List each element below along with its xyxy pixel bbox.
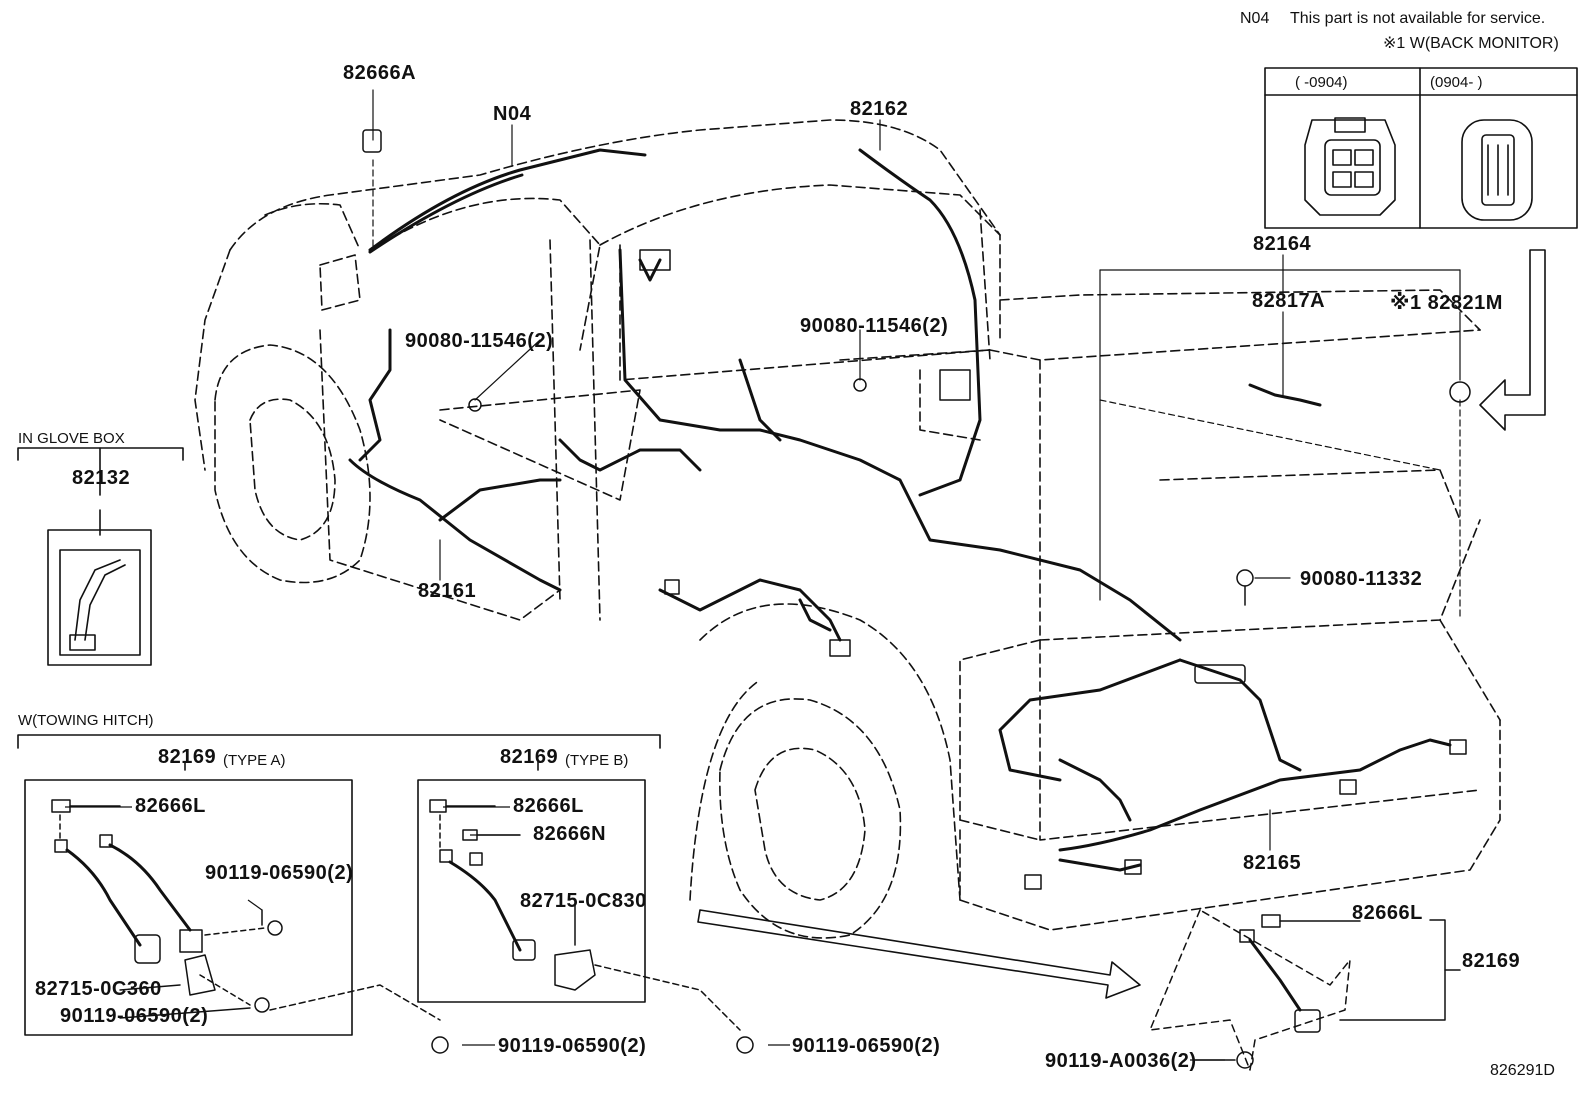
part-90080-11332[interactable]: 90080-11332 xyxy=(1300,568,1423,590)
note-text: This part is not available for service. xyxy=(1290,10,1546,27)
inset-left-range: ( -0904) xyxy=(1295,74,1348,91)
bolt-icon xyxy=(853,378,867,392)
part-90119-06590-bottom-mid[interactable]: 90119-06590(2) xyxy=(792,1035,941,1057)
glove-box-bracket xyxy=(17,447,184,666)
part-82169-type-a[interactable]: 82169 xyxy=(158,746,217,768)
towing-hitch-bracket xyxy=(17,734,661,771)
part-90080-11546-left[interactable]: 90080-11546(2) xyxy=(405,330,554,352)
type-a-frame xyxy=(24,779,353,1036)
part-82821M[interactable]: ※1 82821M xyxy=(1390,292,1503,314)
connector-inset xyxy=(1264,67,1578,229)
part-82164[interactable]: 82164 xyxy=(1253,233,1312,255)
part-82169-type-b[interactable]: 82169 xyxy=(500,746,559,768)
bolt-icon xyxy=(1236,569,1254,587)
glove-box-bag xyxy=(59,549,141,656)
part-82715-0C360[interactable]: 82715-0C360 xyxy=(35,978,162,1000)
type-b-frame xyxy=(417,779,646,1003)
type-a-parts xyxy=(51,799,449,1054)
part-82666N[interactable]: 82666N xyxy=(533,823,607,845)
part-82162[interactable]: 82162 xyxy=(850,98,909,120)
part-82165[interactable]: 82165 xyxy=(1243,852,1302,874)
bolt-icon xyxy=(468,398,482,412)
part-N04[interactable]: N04 xyxy=(493,103,532,125)
type-b-label: (TYPE B) xyxy=(565,752,629,769)
part-90080-11546-right[interactable]: 90080-11546(2) xyxy=(800,315,949,337)
part-82666L-rear[interactable]: 82666L xyxy=(1352,902,1423,924)
clip-82666A-icon xyxy=(362,129,382,153)
type-a-label: (TYPE A) xyxy=(223,752,286,769)
part-82817A[interactable]: 82817A xyxy=(1252,290,1326,312)
leader-lines xyxy=(372,89,1461,851)
note-code: N04 xyxy=(1240,10,1270,27)
part-82132[interactable]: 82132 xyxy=(72,467,131,489)
glove-box-title: IN GLOVE BOX xyxy=(18,430,125,447)
inset-arrow xyxy=(1479,249,1546,431)
towing-hitch-title: W(TOWING HITCH) xyxy=(18,712,154,729)
part-82666L-type-b[interactable]: 82666L xyxy=(513,795,584,817)
part-82169-rear[interactable]: 82169 xyxy=(1462,950,1521,972)
fasteners xyxy=(362,129,1471,890)
part-82715-0C830[interactable]: 82715-0C830 xyxy=(520,890,647,912)
grommet-82821M-icon xyxy=(1449,381,1471,403)
part-90119-A0036[interactable]: 90119-A0036(2) xyxy=(1045,1050,1197,1072)
diagram-id: 826291D xyxy=(1490,1062,1555,1079)
part-90119-06590-type-a-top[interactable]: 90119-06590(2) xyxy=(205,862,354,884)
hitch-arrow xyxy=(697,909,1141,999)
inset-right-range: (0904- ) xyxy=(1430,74,1483,91)
wire-harnesses xyxy=(348,148,1452,872)
part-90119-06590-type-a-bottom[interactable]: 90119-06590(2) xyxy=(60,1005,209,1027)
part-82666A[interactable]: 82666A xyxy=(343,62,417,84)
part-82666L-type-a[interactable]: 82666L xyxy=(135,795,206,817)
footnote: ※1 W(BACK MONITOR) xyxy=(1383,35,1559,52)
part-82161[interactable]: 82161 xyxy=(418,580,477,602)
rear-hitch-parts xyxy=(1149,909,1461,1071)
part-90119-06590-bottom-left[interactable]: 90119-06590(2) xyxy=(498,1035,647,1057)
